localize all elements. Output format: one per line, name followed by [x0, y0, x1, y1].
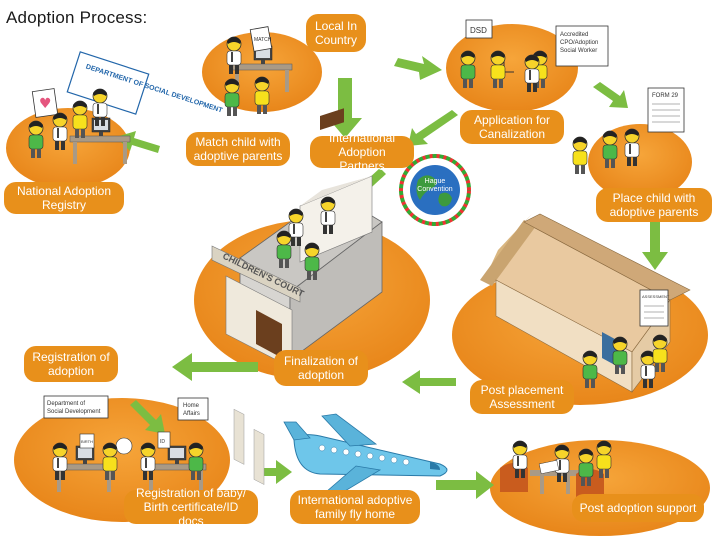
arrow-local-to-canalization	[394, 56, 442, 80]
arrow-registration-down	[130, 400, 165, 434]
svg-text:♥: ♥	[39, 96, 52, 112]
label-canalization: Application for Canalization	[460, 110, 564, 144]
birth-doc-text: BIRTH	[81, 439, 93, 444]
hague-convention-label: Hague Convention	[417, 178, 453, 193]
label-registration-adoption: Registration of adoption	[24, 346, 118, 382]
disc-canalization	[446, 24, 578, 112]
label-match-child: Match child with adoptive parents	[186, 132, 290, 166]
airplane-icon	[283, 413, 448, 495]
arrow-canalization-to-partners	[408, 110, 458, 146]
label-local-in-country: Local In Country	[306, 14, 366, 52]
dsd-office-label: Department of Social Development	[47, 401, 101, 415]
page-title: Adoption Process:	[6, 8, 148, 27]
arrow-baby-to-fly	[254, 460, 292, 484]
post-support-scene	[500, 440, 612, 498]
match-sign-text: MATCH	[254, 37, 272, 43]
label-post-placement: Post placement Assessment	[470, 380, 574, 414]
arrow-place-down	[642, 222, 668, 270]
form29-text: FORM 29	[652, 93, 679, 99]
hague-globe	[399, 154, 471, 226]
arrow-post-to-finalization	[402, 370, 456, 394]
arrow-local-to-match	[328, 78, 362, 138]
arrow-canalization-to-place	[593, 82, 628, 108]
label-national-registry: National Adoption Registry	[4, 182, 124, 214]
local-office-scene: MATCH	[224, 26, 293, 117]
label-post-support: Post adoption support	[572, 494, 704, 522]
home-affairs-label: Home Affairs	[183, 403, 201, 417]
arrow-fly-to-support	[436, 471, 494, 499]
registration-baby-scene: Department of Social Development Home Af…	[43, 395, 209, 493]
label-fly-home: International adoptive family fly home	[290, 490, 420, 524]
assessment-doc-text: ASSESSMENT	[642, 294, 670, 299]
label-international-partners: International Adoption Partners	[310, 131, 414, 173]
disc-registry	[6, 108, 130, 188]
adoptive-house: ASSESSMENT	[480, 213, 691, 393]
id-doc-text: ID	[160, 439, 165, 445]
label-place-child: Place child with adoptive parents	[596, 188, 712, 222]
dsd-label: DSD	[470, 26, 487, 35]
label-registration-baby: Registration of baby/ Birth certificate/…	[124, 486, 258, 528]
childrens-court: CHILDREN'S COURT	[211, 108, 383, 485]
canalization-scene: DSD Accredited CPO/Adoption Social Worke…	[460, 19, 609, 93]
accredited-label: Accredited CPO/Adoption Social Worker	[560, 32, 600, 54]
label-finalization: Finalization of adoption	[274, 350, 368, 386]
arrow-finalization-to-registration	[172, 353, 258, 381]
place-child-scene: FORM 29	[572, 87, 685, 175]
